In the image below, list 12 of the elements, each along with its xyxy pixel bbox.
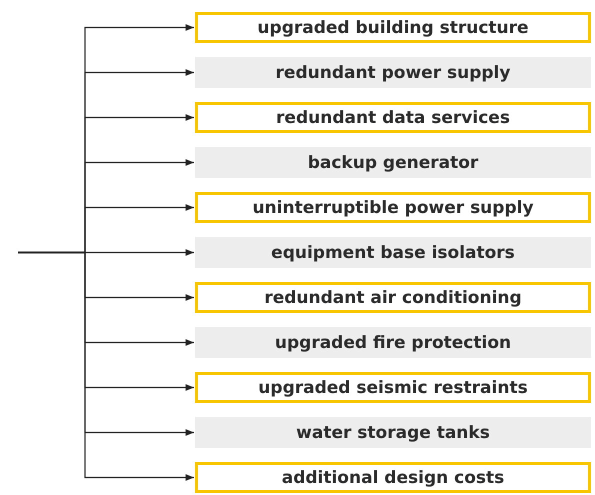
shaded-box: backup generator [195, 147, 591, 178]
shaded-box: equipment base isolators [195, 237, 591, 268]
outlined-box: redundant air conditioning [195, 282, 591, 313]
outlined-box: uninterruptible power supply [195, 192, 591, 223]
outlined-box: upgraded seismic restraints [195, 372, 591, 403]
outlined-box: redundant data services [195, 102, 591, 133]
shaded-box: redundant power supply [195, 57, 591, 88]
arrow [18, 252, 194, 481]
shaded-box: water storage tanks [195, 417, 591, 448]
outlined-box: additional design costs [195, 462, 591, 493]
outlined-box: upgraded building structure [195, 12, 591, 43]
shaded-box: upgraded fire protection [195, 327, 591, 358]
